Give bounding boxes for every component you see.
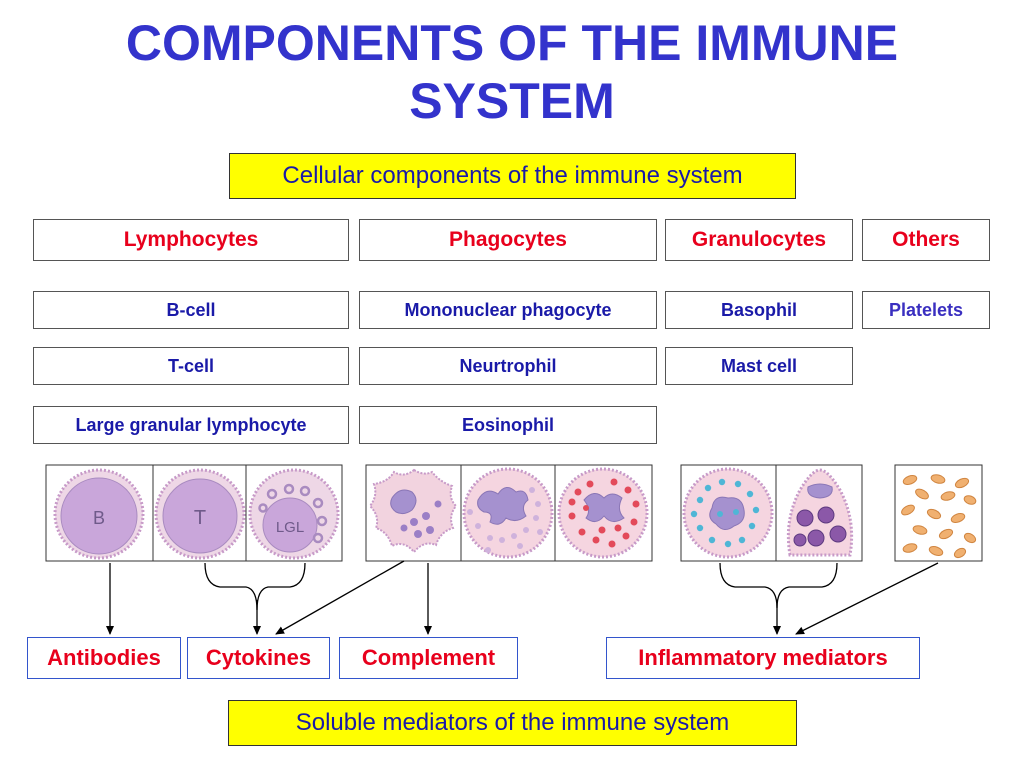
lgl-illustration: LGL bbox=[248, 468, 340, 560]
cellular-components-label: Cellular components of the immune system bbox=[229, 153, 796, 199]
bracket-basophil-mast bbox=[719, 562, 838, 609]
b-cell-illustration: B bbox=[53, 468, 145, 560]
t-cell-illustration: T bbox=[154, 468, 246, 560]
cell-eosinophil: Eosinophil bbox=[359, 406, 657, 444]
soluble-complement: Complement bbox=[339, 637, 518, 679]
category-granulocytes: Granulocytes bbox=[665, 219, 853, 261]
phagocyte-images bbox=[365, 464, 653, 562]
macrophage-illustration bbox=[368, 468, 458, 554]
cell-large-granular-lymphocyte: Large granular lymphocyte bbox=[33, 406, 349, 444]
cell-neutrophil: Neurtrophil bbox=[359, 347, 657, 385]
basophil-illustration bbox=[682, 467, 774, 559]
t-cell-letter: T bbox=[194, 507, 206, 529]
cell-platelets: Platelets bbox=[862, 291, 990, 329]
page-title: COMPONENTS OF THE IMMUNE SYSTEM bbox=[0, 14, 1024, 130]
lgl-letters: LGL bbox=[276, 519, 304, 536]
mast-cell-illustration bbox=[786, 468, 854, 557]
soluble-antibodies: Antibodies bbox=[27, 637, 181, 679]
cell-basophil: Basophil bbox=[665, 291, 853, 329]
connectors bbox=[106, 560, 939, 635]
cell-b-cell: B-cell bbox=[33, 291, 349, 329]
b-cell-letter: B bbox=[93, 508, 105, 528]
lymphocyte-images: B T LGL bbox=[45, 464, 343, 562]
cell-mast-cell: Mast cell bbox=[665, 347, 853, 385]
title-line-1: COMPONENTS OF THE IMMUNE bbox=[125, 15, 899, 71]
title-line-2: SYSTEM bbox=[409, 73, 615, 129]
platelet-images bbox=[894, 464, 983, 562]
granulocyte-images bbox=[680, 464, 863, 562]
neutrophil-illustration bbox=[462, 467, 554, 559]
soluble-mediators-label: Soluble mediators of the immune system bbox=[228, 700, 797, 746]
cell-t-cell: T-cell bbox=[33, 347, 349, 385]
soluble-cytokines: Cytokines bbox=[187, 637, 330, 679]
soluble-inflammatory-mediators: Inflammatory mediators bbox=[606, 637, 920, 679]
bracket-t-cell-lgl bbox=[204, 562, 306, 611]
category-lymphocytes: Lymphocytes bbox=[33, 219, 349, 261]
arrow-macrophage-to-cytokines bbox=[275, 560, 405, 635]
eosinophil-illustration bbox=[557, 467, 649, 559]
category-others: Others bbox=[862, 219, 990, 261]
category-phagocytes: Phagocytes bbox=[359, 219, 657, 261]
cell-mononuclear-phagocyte: Mononuclear phagocyte bbox=[359, 291, 657, 329]
arrow-platelets-to-inflammatory bbox=[795, 562, 939, 635]
